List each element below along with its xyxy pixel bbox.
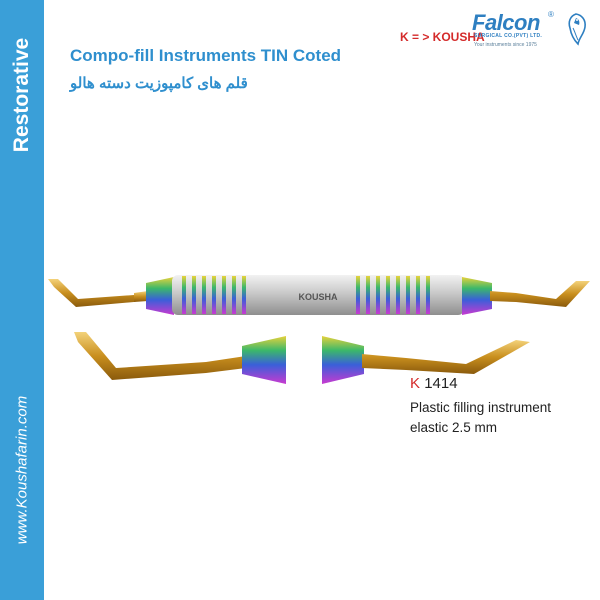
sidebar-banner: Restorative www.Koushafarin.com xyxy=(0,0,44,600)
logo-tagline: Your instruments since 1975 xyxy=(474,42,537,48)
falcon-logo: Falcon ® SURGICAL CO.(PVT) LTD. Your ins… xyxy=(472,10,588,50)
product-title-english: Compo-fill Instruments TIN Coted xyxy=(70,46,342,65)
logo-registered-mark: ® xyxy=(548,10,554,19)
category-label: Restorative xyxy=(10,37,33,153)
handle-engraving: KOUSHA xyxy=(298,292,338,302)
product-title-persian: قلم های کامپوزیت دسته هالو xyxy=(70,75,248,92)
full-instrument-image: KOUSHA xyxy=(48,275,590,315)
product-code: K 1414 xyxy=(410,375,458,392)
instrument-tips-detail xyxy=(74,332,530,384)
product-code-number: 1414 xyxy=(424,375,458,392)
falcon-bird-icon xyxy=(568,13,586,46)
logo-wordmark: Falcon xyxy=(472,10,540,35)
product-description-line-2: elastic 2.5 mm xyxy=(410,420,498,435)
logo-company-name: SURGICAL CO.(PVT) LTD. xyxy=(474,33,543,39)
website-link[interactable]: www.Koushafarin.com xyxy=(13,395,31,545)
product-description-line-1: Plastic filling instrument xyxy=(410,400,552,415)
brand-code-mapping: K = > KOUSHA xyxy=(400,30,485,44)
product-code-prefix: K xyxy=(410,375,421,392)
